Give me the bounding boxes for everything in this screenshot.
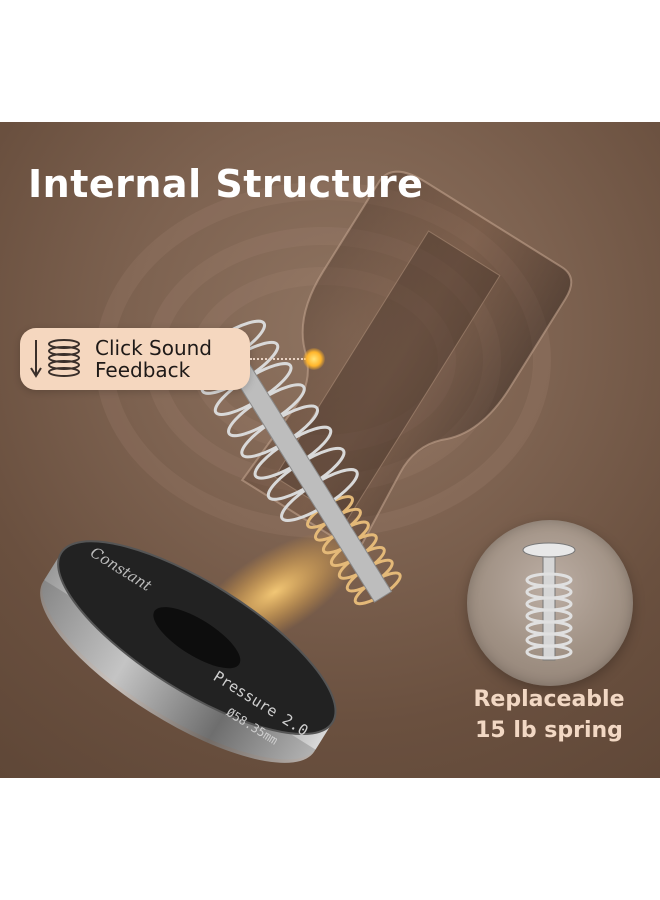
callout-label: Click Sound Feedback: [95, 336, 212, 382]
spring-inset-circle: [467, 520, 633, 686]
tamper-base: Pressure 2.0 Constant Ø58.35mm: [40, 540, 337, 763]
callout-glow-dot: [303, 348, 325, 370]
spring-caption-line1: Replaceable: [473, 687, 625, 712]
callout-leader-line: [250, 358, 306, 360]
page-title: Internal Structure: [28, 162, 424, 206]
replacement-spring-icon: [522, 542, 576, 661]
spring-compression-icon: [30, 339, 80, 378]
spring-caption: Replaceable 15 lb spring: [456, 684, 642, 746]
tamper-illustration: Pressure 2.0 Constant Ø58.35mm: [40, 170, 573, 763]
spring-caption-line2: 15 lb spring: [475, 718, 623, 743]
brown-background-panel: Pressure 2.0 Constant Ø58.35mm Internal …: [0, 122, 660, 778]
click-sound-callout: Click Sound Feedback: [20, 328, 250, 390]
